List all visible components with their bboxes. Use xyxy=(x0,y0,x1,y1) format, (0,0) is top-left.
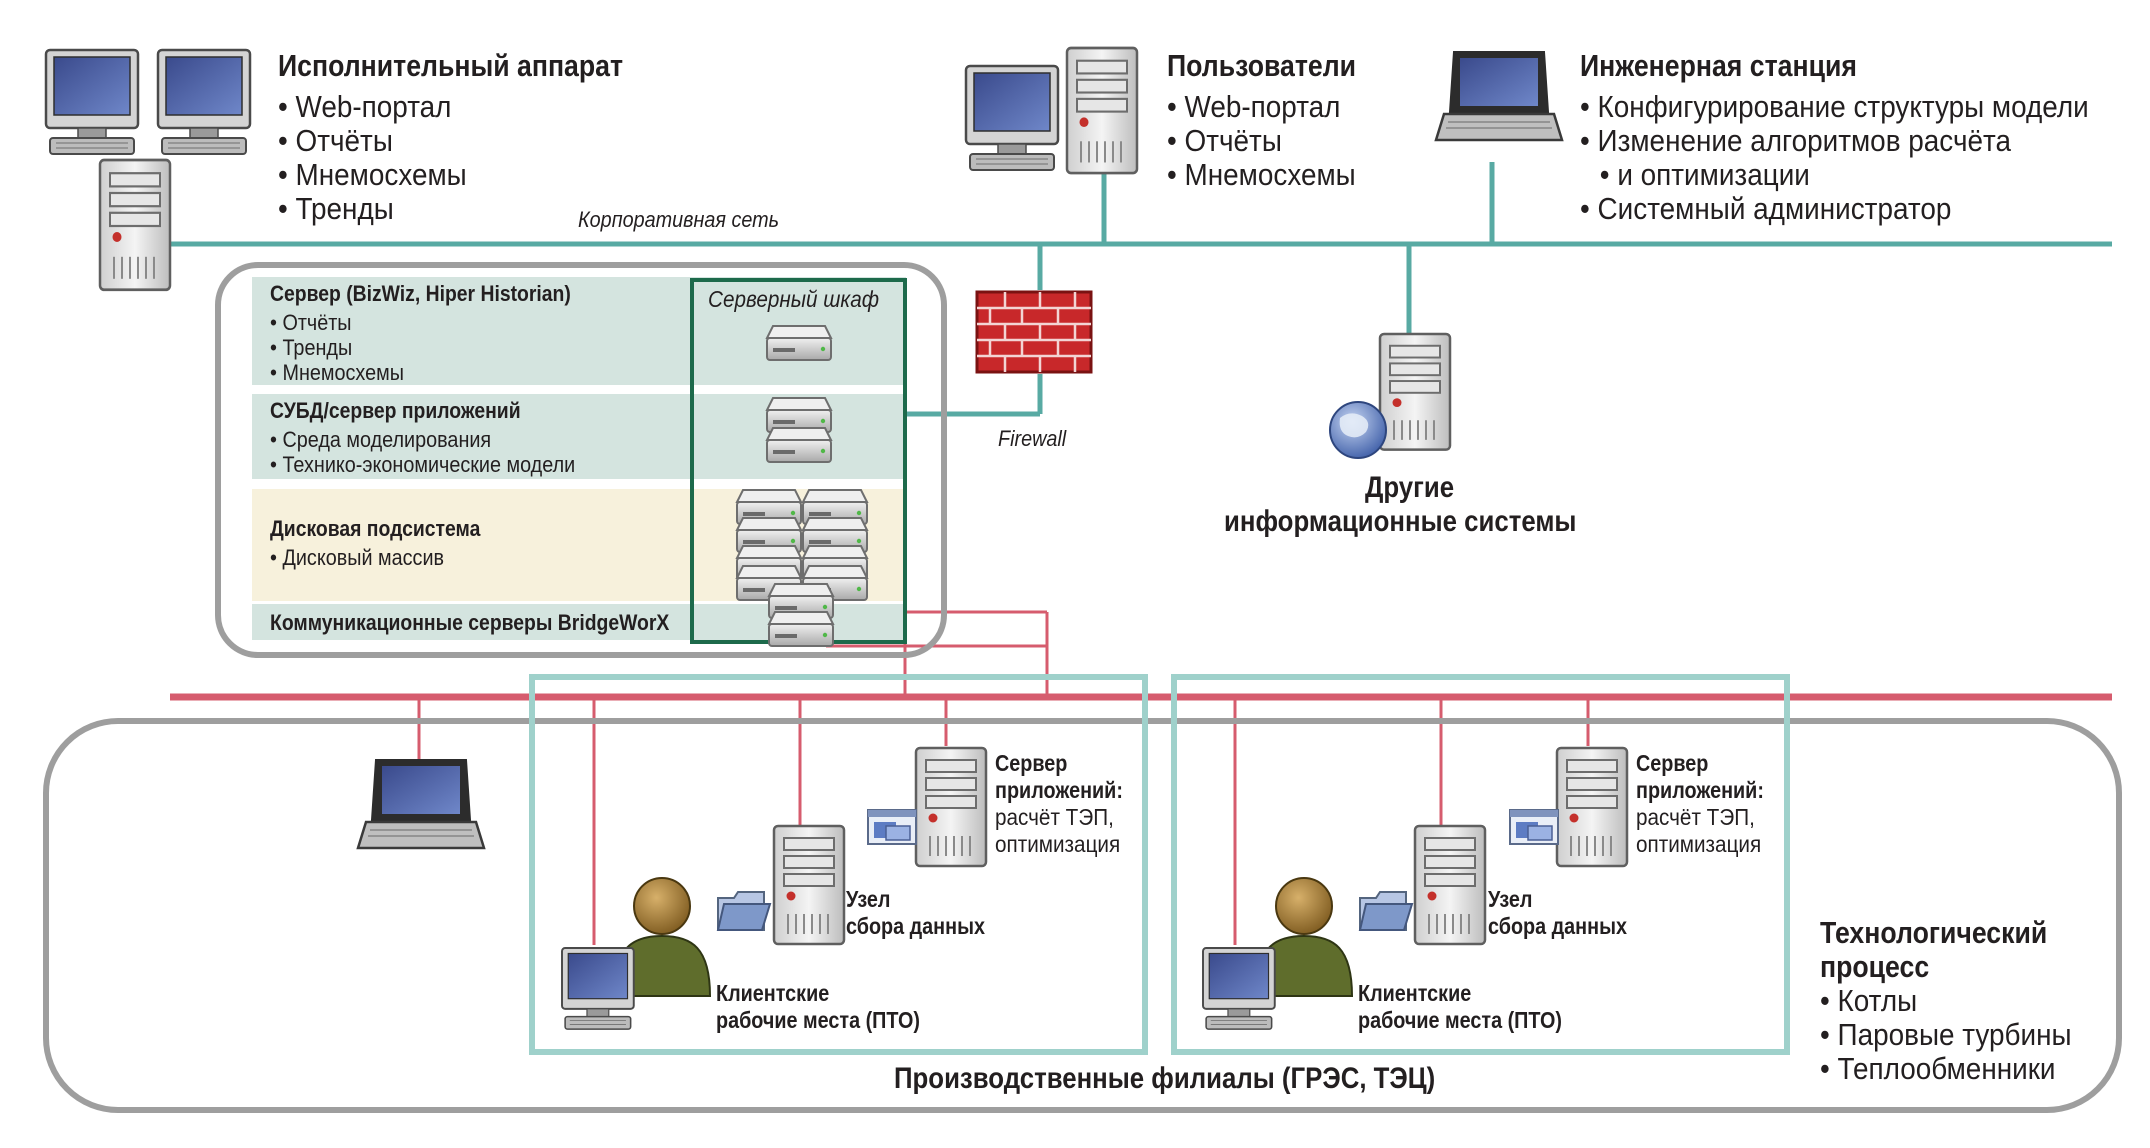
clients-label: Клиентские рабочие места (ПТО) xyxy=(1358,980,1562,1033)
list-item: Системный администратор xyxy=(1580,192,2089,226)
clients-label: Клиентские рабочие места (ПТО) xyxy=(716,980,920,1033)
list-item: и оптимизации xyxy=(1580,158,2089,192)
list-item: Теплообменники xyxy=(1820,1052,2072,1086)
corporate-network-label: Корпоративная сеть xyxy=(578,207,780,232)
globe-icon xyxy=(1329,401,1387,459)
list-item: Технико-экономические модели xyxy=(270,452,575,477)
engineer-title: Инженерная станция xyxy=(1580,48,1857,83)
other-systems-line1: Другие xyxy=(1365,471,1455,504)
list-item: Мнемосхемы xyxy=(278,158,467,192)
bottom-label: Производственные филиалы (ГРЭС, ТЭЦ) xyxy=(894,1062,1436,1095)
rack-section-list: Среда моделирования Технико-экономически… xyxy=(270,427,609,477)
list-item: Отчёты xyxy=(1167,124,1356,158)
rack-section-title: Коммуникационные серверы BridgeWorX xyxy=(270,610,670,635)
list-item: Котлы xyxy=(1820,984,2072,1018)
list-item: Изменение алгоритмов расчёта xyxy=(1580,124,2089,158)
list-item: Среда моделирования xyxy=(270,427,575,452)
rack-section-title: Сервер (BizWiz, Hiper Historian) xyxy=(270,281,571,306)
firewall-label: Firewall xyxy=(998,426,1067,451)
app-server-title: Сервер приложений: xyxy=(1636,750,1764,803)
list-item: Тренды xyxy=(278,192,467,226)
rack-section-list: Дисковый массив xyxy=(270,545,463,570)
app-server-desc: расчёт ТЭП, оптимизация xyxy=(995,804,1121,857)
list-item: Паровые турбины xyxy=(1820,1018,2072,1052)
users-list: Web-портал Отчёты Мнемосхемы xyxy=(1167,90,1377,192)
users-title: Пользователи xyxy=(1167,48,1357,83)
process-title: Технологический процесс xyxy=(1820,915,2048,984)
list-item: Web-портал xyxy=(1167,90,1356,124)
other-systems-line2: информационные системы xyxy=(1224,505,1577,538)
exec-title: Исполнительный аппарат xyxy=(278,48,624,83)
server-cabinet-label: Серверный шкаф xyxy=(708,286,879,312)
list-item: Отчёты xyxy=(278,124,467,158)
list-item: Мнемосхемы xyxy=(270,360,404,385)
data-node-label: Узел сбора данных xyxy=(1488,886,1627,939)
firewall-icon xyxy=(975,290,1093,374)
rack-section-title: Дисковая подсистема xyxy=(270,516,481,541)
app-server-desc: расчёт ТЭП, оптимизация xyxy=(1636,804,1762,857)
rack-section-list: Отчёты Тренды Мнемосхемы xyxy=(270,310,419,385)
list-item: Мнемосхемы xyxy=(1167,158,1356,192)
exec-list: Web-портал Отчёты Мнемосхемы Тренды xyxy=(278,90,488,226)
list-item: Дисковый массив xyxy=(270,545,444,570)
app-server-title: Сервер приложений: xyxy=(995,750,1123,803)
list-item: Web-портал xyxy=(278,90,467,124)
list-item: Тренды xyxy=(270,335,404,360)
process-list: Котлы Паровые турбины Теплообменники xyxy=(1820,984,2100,1086)
engineer-list: Конфигурирование структуры модели Измене… xyxy=(1580,90,2145,226)
list-item: Отчёты xyxy=(270,310,404,335)
data-node-label: Узел сбора данных xyxy=(846,886,985,939)
rack-section-title: СУБД/сервер приложений xyxy=(270,398,521,423)
list-item: Конфигурирование структуры модели xyxy=(1580,90,2089,124)
